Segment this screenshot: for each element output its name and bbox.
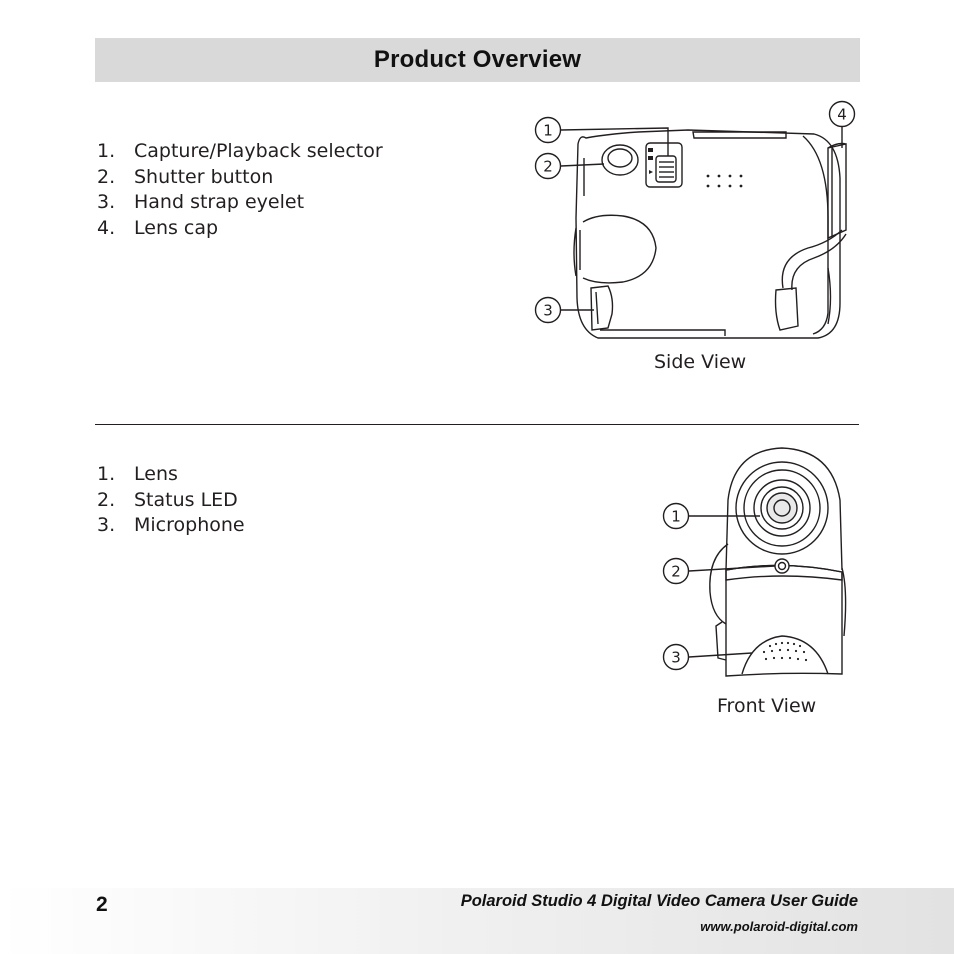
section-divider <box>95 424 859 425</box>
camera-head-outline <box>725 447 843 571</box>
callout-number: 4 <box>837 106 847 124</box>
speaker-holes <box>706 174 743 188</box>
callout-number: 1 <box>671 508 681 526</box>
side-view-caption: Side View <box>654 351 747 373</box>
side-grip-right <box>841 567 847 637</box>
item-number: 2. <box>97 165 116 188</box>
front-view-caption: Front View <box>717 695 817 717</box>
camera-front-ridge <box>579 158 585 270</box>
camera-bottom-line <box>600 329 726 336</box>
callout-1: 1 <box>662 502 690 530</box>
strap-eyelet-left <box>715 621 727 661</box>
shutter-button <box>601 144 639 176</box>
item-number: 3. <box>97 514 116 536</box>
callout-3-leader <box>688 652 753 658</box>
hand-strap <box>774 229 847 331</box>
item-label: Lens <box>134 463 178 485</box>
front-view-parts-list: 1. Lens 2. Status LED 3. Microphone <box>97 462 245 539</box>
callout-4: 4 <box>828 100 856 128</box>
camera-body-outline <box>575 129 841 339</box>
callout-2-leader <box>688 565 776 572</box>
status-led <box>774 558 790 574</box>
callout-number: 1 <box>543 122 553 140</box>
item-label: Lens cap <box>134 216 219 239</box>
callout-2-leader <box>560 163 605 167</box>
lens-cap <box>827 142 847 240</box>
list-item: 3. Microphone <box>97 513 245 539</box>
camera-front-view-illustration: 1 2 3 <box>662 447 847 677</box>
hand-grip-dome <box>582 214 657 284</box>
item-label: Hand strap eyelet <box>134 191 305 213</box>
list-item: 3. Hand strap eyelet <box>97 190 383 216</box>
callout-3: 3 <box>534 296 562 324</box>
item-number: 3. <box>97 191 116 213</box>
item-number: 1. <box>97 140 116 162</box>
capture-playback-selector <box>645 142 683 188</box>
callout-2: 2 <box>534 152 562 180</box>
website-link[interactable]: www.polaroid-digital.com <box>700 919 858 934</box>
item-number: 4. <box>97 216 116 239</box>
side-grip <box>709 543 729 625</box>
list-item: 1. Lens <box>97 462 245 488</box>
item-label: Shutter button <box>134 165 274 188</box>
hand-strap-eyelet <box>590 285 614 331</box>
title-bar: Product Overview <box>95 38 860 82</box>
page-footer <box>0 888 954 954</box>
guide-title: Polaroid Studio 4 Digital Video Camera U… <box>460 892 858 910</box>
item-number: 1. <box>97 463 116 485</box>
camera-back-edge <box>802 135 829 335</box>
microphone <box>741 635 829 675</box>
list-item: 2. Shutter button <box>97 165 383 191</box>
list-item: 1. Capture/Playback selector <box>97 139 383 165</box>
callout-1: 1 <box>534 116 562 144</box>
grip-side-bump <box>573 227 577 277</box>
callout-number: 2 <box>671 563 681 581</box>
item-label: Capture/Playback selector <box>134 140 383 162</box>
callout-1-leader <box>560 127 669 156</box>
callout-2: 2 <box>662 557 690 585</box>
callout-number: 3 <box>671 649 681 667</box>
callout-3: 3 <box>662 643 690 671</box>
list-item: 2. Status LED <box>97 488 245 514</box>
camera-lower-body <box>725 564 843 677</box>
item-number: 2. <box>97 488 116 511</box>
page-title: Product Overview <box>373 46 582 73</box>
camera-top-edge <box>692 131 787 139</box>
side-view-parts-list: 1. Capture/Playback selector 2. Shutter bu… <box>97 139 383 241</box>
list-item: 4. Lens cap <box>97 216 383 242</box>
callout-number: 2 <box>543 158 553 176</box>
page-number: 2 <box>96 893 108 916</box>
callout-number: 3 <box>543 302 553 320</box>
item-label: Status LED <box>134 488 238 511</box>
lens <box>735 461 829 555</box>
item-label: Microphone <box>134 514 245 536</box>
body-band-top <box>725 564 843 581</box>
camera-side-view-illustration: 1 2 3 4 <box>534 100 856 339</box>
